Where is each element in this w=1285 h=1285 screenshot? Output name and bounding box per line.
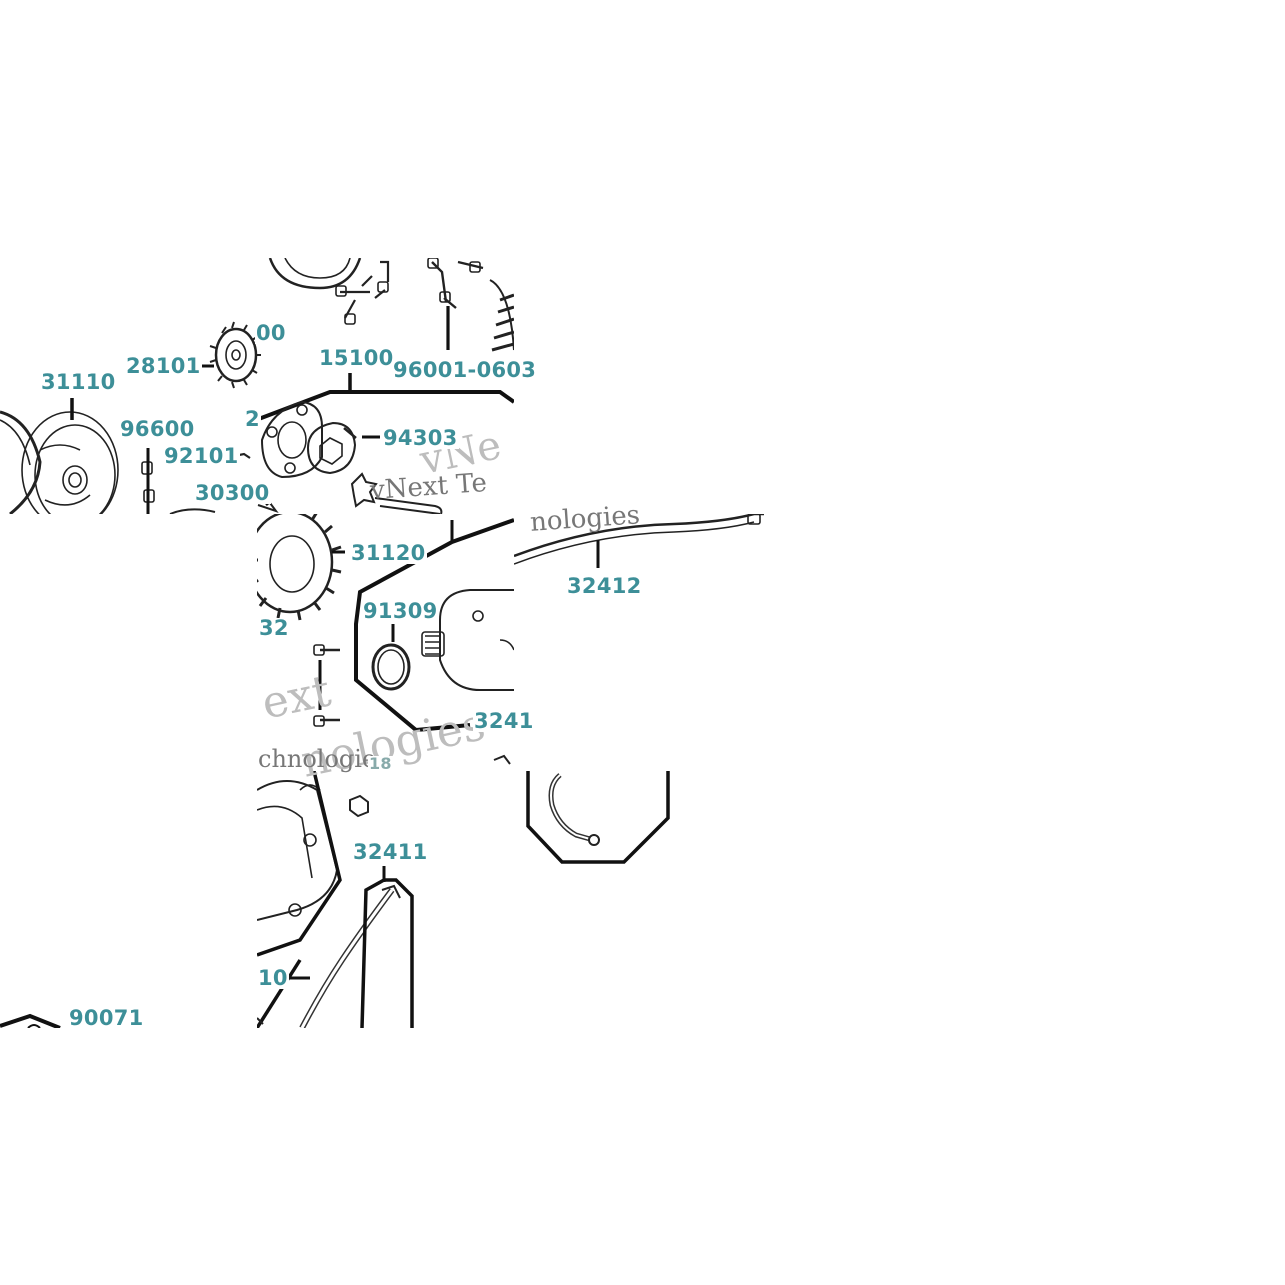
flywheel-31110 xyxy=(21,411,119,514)
starter-motor-body xyxy=(421,589,514,691)
part-label-32411: 32411 xyxy=(352,840,429,864)
part-label-00: 00 xyxy=(255,321,287,345)
part-label-15100: 15100 xyxy=(318,346,395,370)
part-label-91309: 91309 xyxy=(362,599,439,623)
bolt-pair-96001 xyxy=(427,258,484,309)
part-label-94303: 94303 xyxy=(382,426,459,450)
part-label-90071: 90071 xyxy=(68,1006,145,1030)
end-cover-plate xyxy=(260,400,323,479)
tile-lower-left xyxy=(0,1013,61,1028)
part-label-2: 2 xyxy=(244,407,261,431)
part-label-10: 10 xyxy=(257,966,289,990)
part-label-32: 32 xyxy=(258,616,290,640)
bolt-pair-center xyxy=(313,644,340,727)
tile-cable-32412 xyxy=(514,514,764,568)
part-label-31110: 31110 xyxy=(40,370,117,394)
part-label-31120: 31120 xyxy=(350,541,427,565)
part-label-96600: 96600 xyxy=(119,417,196,441)
part-label-30300: 30300 xyxy=(194,481,271,505)
cable-32411 xyxy=(299,884,401,1028)
tile-lower-center xyxy=(257,771,414,1028)
part-label-3241: 3241 xyxy=(473,709,535,733)
washer-stack-96600 xyxy=(141,448,155,514)
part-label-28101: 28101 xyxy=(125,354,202,378)
part-label-18: 18 xyxy=(368,754,393,773)
part-label-96001-0603: 96001-0603 xyxy=(392,358,538,382)
bolt-cluster-top xyxy=(335,260,390,325)
stator-31120 xyxy=(257,514,342,621)
part-label-92101: 92101 xyxy=(163,444,240,468)
gear-28101 xyxy=(209,321,261,389)
clutch-holder xyxy=(306,421,357,475)
tile-starter-motor xyxy=(257,514,514,765)
tile-upper-assembly xyxy=(0,258,514,514)
part-label-32412: 32412 xyxy=(566,574,643,598)
tile-lower-right xyxy=(526,771,670,864)
